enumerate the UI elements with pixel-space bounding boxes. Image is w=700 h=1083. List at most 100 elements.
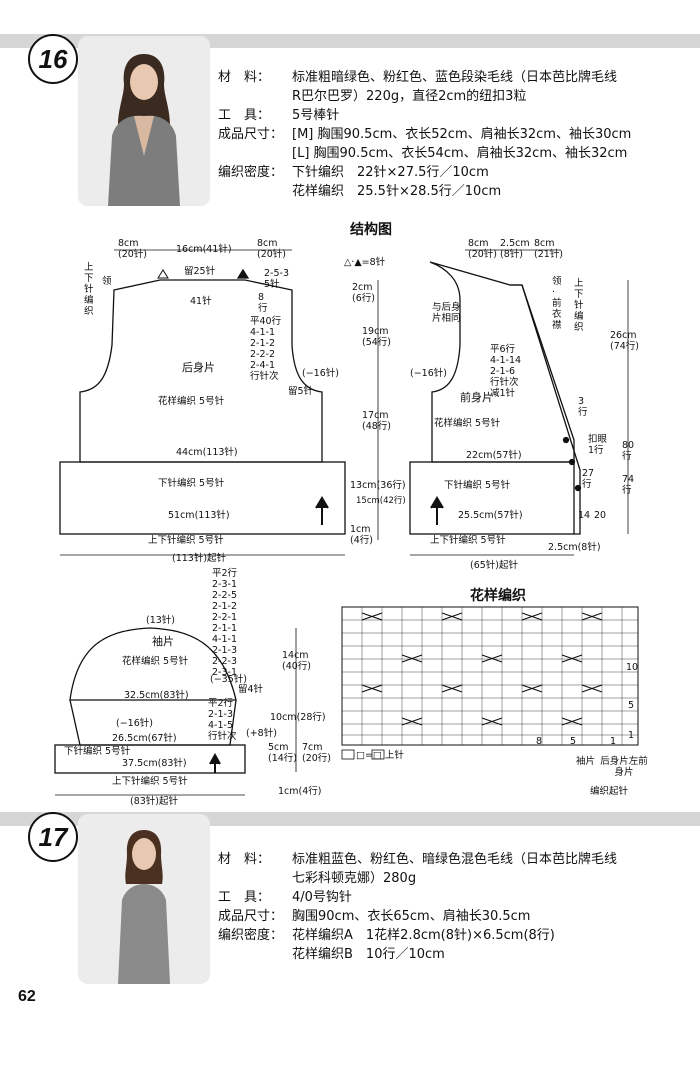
pattern-grid: [341, 606, 639, 746]
pattern-start: 编织起针: [590, 786, 629, 797]
front-w22: 22cm(57针): [466, 450, 522, 461]
arrows-up: [209, 496, 444, 773]
specs-17: 材 料： 标准粗蓝色、粉红色、暗绿色混色毛线（日本芭比牌毛线 七彩科顿克娜）280…: [218, 850, 617, 964]
pattern-number-16: 16: [28, 34, 78, 84]
back-bind5: 留5针: [288, 386, 314, 397]
sleeve-w37: 37.5cm(83针): [122, 758, 187, 769]
mid-h13: 13cm(36行): [350, 480, 406, 491]
sleeve-m16: (−16针): [116, 718, 153, 729]
sleeve-w32: 32.5cm(83针): [124, 690, 189, 701]
back-top-mid: 16cm(41针): [176, 244, 232, 255]
density-16-2: 花样编织 25.5针×28.5行／10cm: [292, 184, 502, 199]
front-side-note: 上下针编织: [574, 278, 584, 333]
back-name: 后身片: [182, 361, 215, 374]
mid-h1: 1cm(4行): [350, 524, 373, 546]
sleeve-h7: 7cm(20行): [302, 742, 332, 764]
cable-crosses: [361, 612, 603, 726]
size-17: 胸围90cm、衣长65cm、肩袖长30.5cm: [292, 909, 531, 924]
density-17-1: 花样编织A 1花样2.8cm(8针)×6.5cm(8行): [292, 928, 555, 943]
back-m16: (−16针): [302, 368, 339, 379]
mid-h2: 2cm(6行): [352, 282, 375, 304]
back-top-right: 8cm(20针): [257, 238, 287, 260]
label-tools: 工 具：: [218, 108, 271, 123]
sleeve-rib-label: 下针编织 5号针: [64, 746, 131, 757]
front-cast: (65针)起针: [470, 560, 519, 571]
sleeve-w26: 26.5cm(67针): [112, 733, 177, 744]
front-same: 与后身片相同: [432, 302, 461, 324]
sleeve-h14: 14cm(40行): [282, 650, 312, 672]
legend-shape: △·▲=8针: [344, 257, 386, 268]
front-collar: 领·前衣襟: [552, 276, 562, 331]
photo-model-17: [78, 814, 210, 984]
dimension-lines: [55, 249, 629, 796]
sleeve-h5: 5cm(14行): [268, 742, 298, 764]
materials-16-line1: 标准粗暗绿色、粉红色、蓝色段染毛线（日本芭比牌毛线: [292, 70, 618, 85]
legend-box-dash: [371, 749, 385, 760]
front-h80: 80行: [622, 440, 635, 462]
front-rib-label: 下针编织 5号针: [444, 480, 511, 491]
size-16-m: [M] 胸围90.5cm、衣长52cm、肩袖长32cm、袖长30cm: [292, 127, 632, 142]
label-size-17: 成品尺寸：: [218, 909, 284, 924]
sleeve-cap: [69, 627, 237, 701]
pattern-col8: 8: [536, 736, 543, 747]
page-number: 62: [18, 988, 36, 1005]
front-top-mid: 2.5cm(8针): [500, 238, 530, 260]
materials-17-line1: 标准粗蓝色、粉红色、暗绿色混色毛线（日本芭比牌毛线: [292, 852, 618, 867]
back-w51: 51cm(113针): [168, 510, 230, 521]
label-materials-17: 材 料：: [218, 852, 271, 867]
diagram-title: 结构图: [350, 222, 392, 238]
sleeve-edge: 上下针编织 5号针: [112, 776, 188, 787]
sleeve-name: 袖片: [152, 635, 174, 648]
materials-17-line2: 七彩科顿克娜）280g: [292, 871, 417, 886]
pattern-col5: 5: [570, 736, 577, 747]
back-side-note: 上下针编织: [84, 262, 94, 317]
sleeve-rib: [54, 744, 246, 774]
back-n41: 41针: [190, 296, 212, 307]
triangle-filled: [236, 268, 250, 279]
materials-16-line2: R巴尔巴罗）220g，直径2cm的纽扣3粒: [292, 89, 527, 104]
front-name: 前身片: [460, 391, 493, 404]
pattern-grid-lines: [342, 607, 638, 745]
pattern-row1: 1: [628, 730, 635, 741]
pattern-number-17: 17: [28, 812, 78, 862]
pattern-left-front: 后身片左前身片: [600, 756, 648, 778]
button-3: [574, 484, 582, 492]
pattern-row5: 5: [628, 700, 635, 711]
front-w2: 2.5cm(8针): [548, 542, 601, 553]
button-2: [568, 458, 576, 466]
back-rib-label: 下针编织 5号针: [158, 478, 225, 489]
front-edge: 上下针编织 5号针: [430, 535, 506, 546]
model-17-figure: [78, 814, 210, 984]
button-1: [562, 436, 570, 444]
back-collar: 领: [102, 276, 112, 287]
mid-h19: 19cm(54行): [362, 326, 392, 348]
label-tools-17: 工 具：: [218, 890, 271, 905]
back-w44: 44cm(113针): [176, 447, 238, 458]
tools-17: 4/0号钩针: [292, 890, 352, 905]
density-17-2: 花样编织B 10行／10cm: [292, 947, 445, 962]
front-top-left: 8cm(20针): [468, 238, 498, 260]
front-w25: 25.5cm(57针): [458, 510, 523, 521]
front-n14: 14: [578, 510, 591, 521]
back-pattern: 花样编织 5号针: [158, 396, 225, 407]
front-n20: 20: [594, 510, 607, 521]
front-btn: 扣眼1行: [588, 434, 608, 456]
sleeve-cast: (83针)起针: [130, 796, 179, 807]
front-pattern: 花样编织 5号针: [434, 418, 501, 429]
label-density-17: 编织密度：: [218, 928, 284, 943]
sleeve-p8: (+8针): [246, 728, 277, 739]
pattern-legend: □=□ 上针: [356, 750, 404, 761]
back-cast: (113针)起针: [172, 553, 227, 564]
legend-box-empty: [341, 749, 355, 760]
front-r3: 3行: [578, 396, 588, 418]
tools-16: 5号棒针: [292, 108, 340, 123]
specs-16: 材 料：标准粗暗绿色、粉红色、蓝色段染毛线（日本芭比牌毛线 R巴尔巴罗）220g…: [218, 68, 631, 201]
sleeve-h10: 10cm(28行): [270, 712, 326, 723]
mid-h17: 17cm(48行): [362, 410, 392, 432]
